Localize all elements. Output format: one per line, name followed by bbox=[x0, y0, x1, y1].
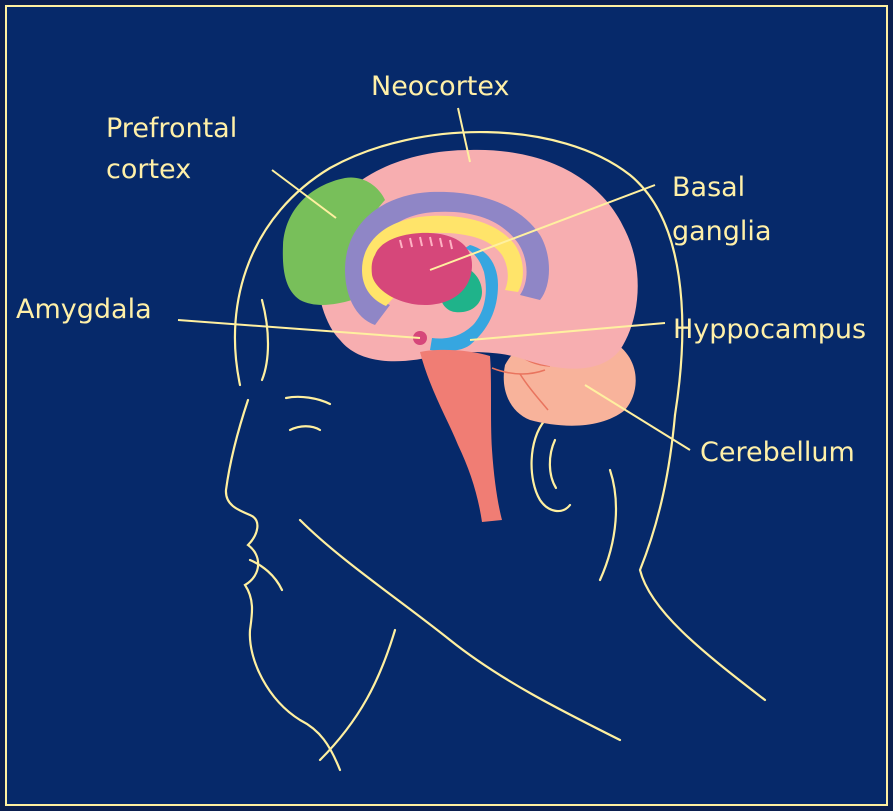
label-basal-line1: Basal bbox=[672, 172, 745, 203]
label-prefrontal-line1: Prefrontal bbox=[106, 113, 237, 144]
label-hippocampus: Hyppocampus bbox=[673, 314, 866, 345]
label-amygdala: Amygdala bbox=[16, 294, 152, 325]
label-neocortex: Neocortex bbox=[371, 71, 510, 102]
label-prefrontal-line2: cortex bbox=[106, 154, 191, 185]
label-cerebellum: Cerebellum bbox=[700, 437, 855, 468]
label-basal-line2: ganglia bbox=[672, 216, 771, 247]
